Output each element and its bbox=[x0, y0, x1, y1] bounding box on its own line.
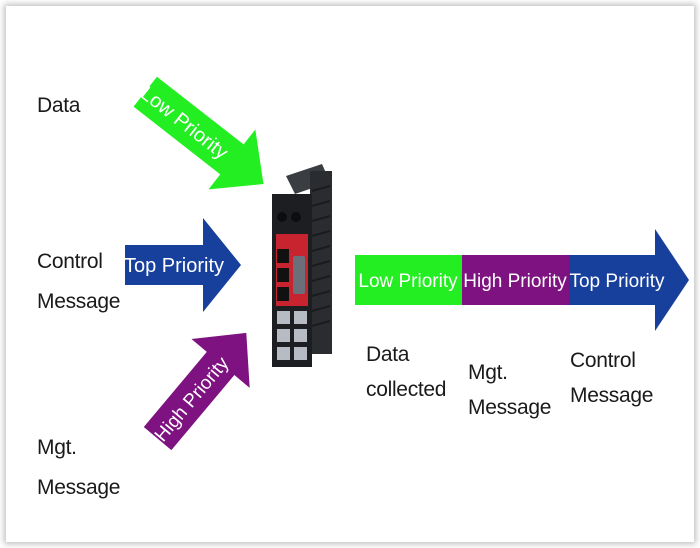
output-segment-low bbox=[355, 255, 462, 305]
output-caption-control-message: Control Message bbox=[570, 349, 654, 407]
output-segment-high-label: High Priority bbox=[463, 271, 567, 292]
industrial-ethernet-switch-icon bbox=[272, 164, 332, 367]
output-segment-top-label: Top Priority bbox=[569, 271, 665, 292]
top-priority-arrow: Top Priority bbox=[124, 218, 241, 312]
output-caption-mgt-message: Mgt. Message bbox=[468, 361, 552, 419]
output-arrow: Low Priority High Priority Top Priority bbox=[355, 229, 689, 331]
output-segment-low-label: Low Priority bbox=[358, 271, 458, 292]
output-caption-data-collected: Data collected bbox=[366, 343, 447, 401]
diagram-canvas: Low Priority Top Priority High Priority bbox=[124, 76, 689, 451]
high-priority-arrow: High Priority bbox=[143, 332, 250, 451]
high-priority-arrow-label: High Priority bbox=[151, 353, 234, 446]
low-priority-arrow-label: Low Priority bbox=[136, 82, 232, 164]
output-segment-top bbox=[569, 229, 689, 331]
input-label-mgt-message: Mgt. Message bbox=[37, 436, 121, 499]
diagram-frame: Data Control Message Mgt. Message Low Pr… bbox=[6, 6, 694, 542]
low-priority-arrow: Low Priority bbox=[133, 76, 264, 190]
input-label-control-message: Control Message bbox=[37, 250, 121, 313]
output-segment-high bbox=[462, 255, 569, 305]
top-priority-arrow-label: Top Priority bbox=[124, 255, 224, 277]
input-label-data: Data bbox=[37, 94, 81, 117]
